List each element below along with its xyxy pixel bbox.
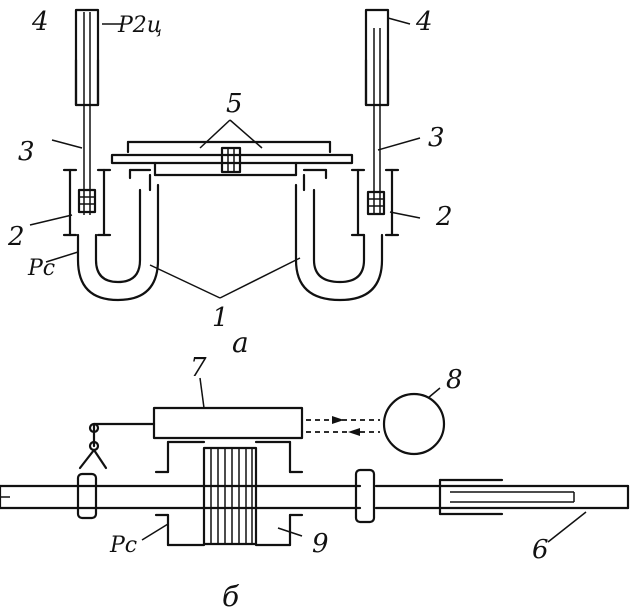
label-bridge: 5 xyxy=(226,89,243,119)
indicator-circle xyxy=(382,392,446,456)
label-sleeve-right: 3 xyxy=(428,123,445,153)
figure-b: 7 8 Pc 9 6 б xyxy=(0,353,630,612)
label-pressure-top: P2ц xyxy=(117,13,162,38)
label-tube-right: 4 xyxy=(415,7,433,37)
figure-a: 4 P2ц 4 3 3 5 2 2 Pc 1 a xyxy=(7,7,453,359)
coil xyxy=(202,446,258,546)
bridge xyxy=(110,140,354,177)
right-tube xyxy=(364,8,390,216)
label-pressure-bottom: Pc xyxy=(27,256,55,281)
lower-housing xyxy=(154,513,304,547)
shaft xyxy=(0,484,630,510)
label-indicator: 8 xyxy=(446,365,463,395)
right-collar xyxy=(354,468,376,524)
left-collar xyxy=(76,472,98,520)
label-sleeve-left: 3 xyxy=(18,137,35,167)
label-unit: 7 xyxy=(190,353,207,383)
leaders-a xyxy=(29,17,421,299)
unit-7 xyxy=(78,406,304,470)
left-manometer xyxy=(62,168,112,237)
upper-housing xyxy=(154,440,304,474)
leaders-b xyxy=(141,377,587,543)
label-u-tubes: 1 xyxy=(212,303,229,333)
signal-links xyxy=(306,416,380,436)
label-tube-left: 4 xyxy=(31,7,49,37)
rod xyxy=(438,478,575,516)
u-tube-left xyxy=(76,183,160,302)
label-coil: 9 xyxy=(312,529,329,559)
u-tube-right xyxy=(294,183,384,302)
label-manometer-left: 2 xyxy=(7,222,25,252)
label-manometer-right: 2 xyxy=(435,202,453,232)
caption-b: б xyxy=(222,580,240,612)
label-rod: 6 xyxy=(532,535,549,565)
label-pressure-b: Pc xyxy=(109,533,137,558)
left-tube xyxy=(74,8,100,215)
right-manometer xyxy=(350,168,400,237)
caption-a: a xyxy=(232,326,249,359)
